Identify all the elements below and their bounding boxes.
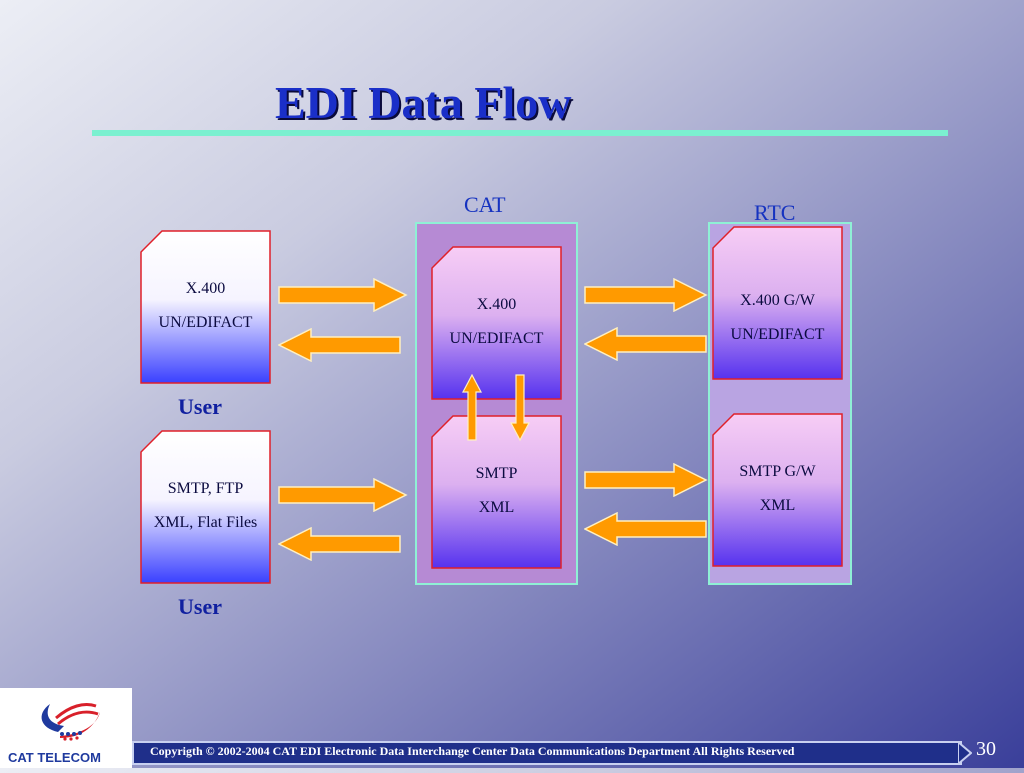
document-shape <box>431 415 562 569</box>
doc-line-1: SMTP G/W <box>739 463 816 480</box>
cat-telecom-logo-icon: CAT TELECOM <box>8 703 101 765</box>
arrow-left-icon <box>584 327 707 361</box>
cat-telecom-logo: CAT TELECOM <box>0 688 132 768</box>
page-number: 30 <box>976 738 996 760</box>
document-shape <box>140 430 271 584</box>
arrow-left-icon <box>584 512 707 546</box>
arrow-left-icon <box>278 328 401 362</box>
arrow-right-icon <box>278 478 408 512</box>
arrow-up-icon <box>462 374 482 441</box>
doc-line-1: X.400 G/W <box>740 292 815 309</box>
document-shape <box>712 413 843 567</box>
doc-line-2: XML, Flat Files <box>153 514 258 531</box>
arrow-down-icon <box>510 374 530 442</box>
doc-line-2: UN/EDIFACT <box>449 330 544 347</box>
user-x400-document[interactable]: X.400 UN/EDIFACT <box>140 230 271 384</box>
footer-arrow-icon <box>958 741 972 765</box>
arrow-right-icon <box>584 278 708 312</box>
doc-line-2: UN/EDIFACT <box>730 326 825 343</box>
rtc-x400-document[interactable]: X.400 G/W UN/EDIFACT <box>712 226 843 380</box>
footer-copyright: Copyrigth © 2002-2004 CAT EDI Electronic… <box>150 744 795 758</box>
rtc-group-label: RTC <box>754 200 796 225</box>
arrow-right-icon <box>278 278 408 312</box>
document-shape <box>140 230 271 384</box>
doc-line-1: SMTP <box>475 465 518 482</box>
doc-line-1: X.400 <box>185 280 226 297</box>
title-underline <box>92 130 948 136</box>
user-label-1: User <box>178 394 222 419</box>
user-smtp-document[interactable]: SMTP, FTP XML, Flat Files <box>140 430 271 584</box>
cat-group-label: CAT <box>464 192 506 217</box>
doc-line-2: XML <box>478 499 515 516</box>
document-shape <box>712 226 843 380</box>
arrow-right-icon <box>584 463 708 497</box>
cat-smtp-document[interactable]: SMTP XML <box>431 415 562 569</box>
logo-text: CAT TELECOM <box>8 750 101 765</box>
document-shape <box>431 246 562 400</box>
rtc-smtp-document[interactable]: SMTP G/W XML <box>712 413 843 567</box>
doc-line-1: SMTP, FTP <box>167 480 244 497</box>
arrow-left-icon <box>278 527 401 561</box>
footer-bar <box>132 741 962 765</box>
cat-x400-document[interactable]: X.400 UN/EDIFACT <box>431 246 562 400</box>
doc-line-2: XML <box>759 497 796 514</box>
doc-line-1: X.400 <box>476 296 517 313</box>
slide-title: EDI Data Flow <box>275 77 572 128</box>
doc-line-2: UN/EDIFACT <box>158 314 253 331</box>
user-label-2: User <box>178 594 222 619</box>
